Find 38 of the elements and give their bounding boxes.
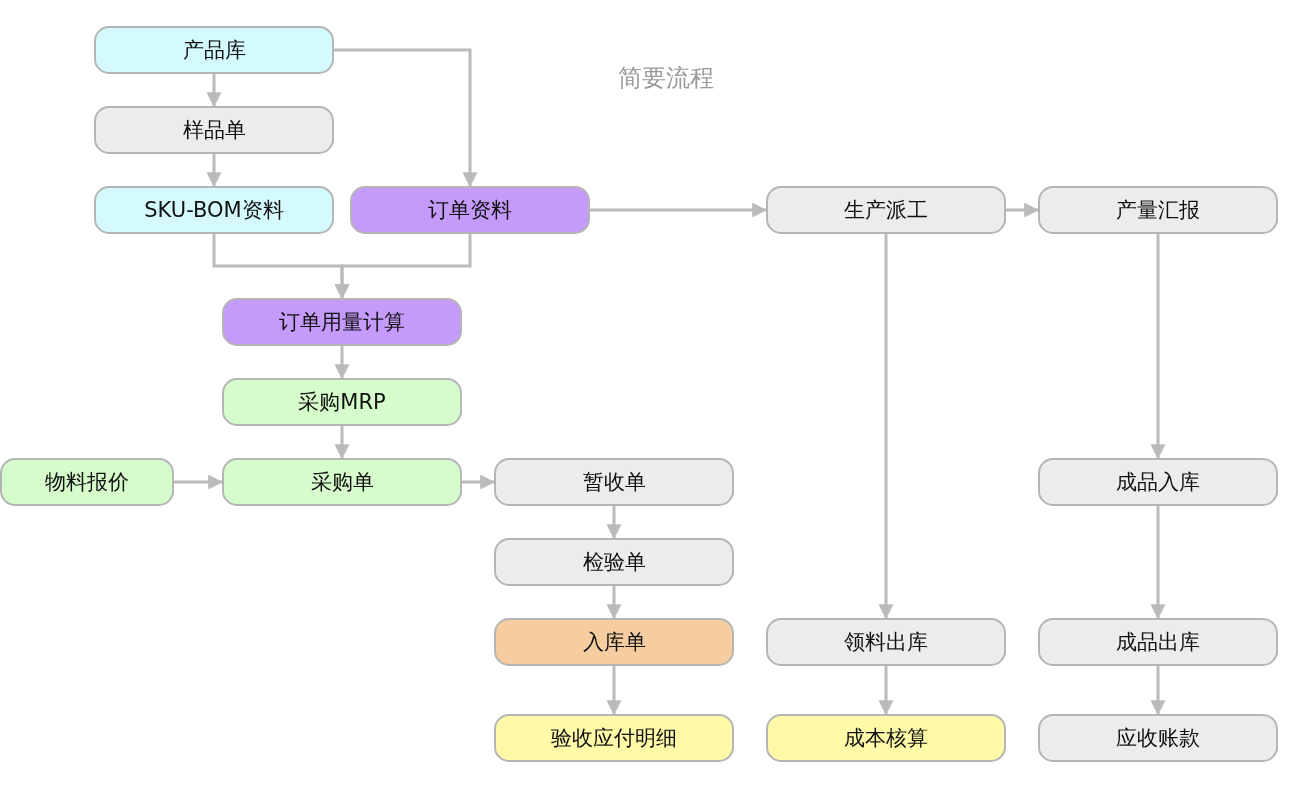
process-box: 入库单 — [494, 618, 734, 666]
arrow — [606, 506, 622, 540]
arrow — [462, 474, 496, 490]
process-box: 产量汇报 — [1038, 186, 1278, 234]
process-box: 成品入库 — [1038, 458, 1278, 506]
process-box: 暂收单 — [494, 458, 734, 506]
process-box: 采购MRP — [222, 378, 462, 426]
process-box: 应收账款 — [1038, 714, 1278, 762]
arrow — [606, 666, 622, 716]
arrow — [334, 426, 350, 460]
process-box: 生产派工 — [766, 186, 1006, 234]
arrow — [334, 346, 350, 380]
arrow — [206, 74, 222, 108]
process-box: 检验单 — [494, 538, 734, 586]
process-box: 采购单 — [222, 458, 462, 506]
arrow — [878, 666, 894, 716]
process-box: 验收应付明细 — [494, 714, 734, 762]
arrow — [1006, 202, 1040, 218]
diagram-title: 简要流程 — [618, 63, 714, 94]
process-box: 物料报价 — [0, 458, 174, 506]
arrow — [206, 154, 222, 188]
process-box: SKU-BOM资料 — [94, 186, 334, 234]
process-box: 订单资料 — [350, 186, 590, 234]
arrow — [606, 586, 622, 620]
arrow — [174, 474, 224, 490]
arrow — [334, 234, 472, 300]
arrow — [878, 234, 894, 620]
arrow — [1150, 666, 1166, 716]
process-box: 订单用量计算 — [222, 298, 462, 346]
process-box: 样品单 — [94, 106, 334, 154]
process-box: 成本核算 — [766, 714, 1006, 762]
arrow — [1150, 506, 1166, 620]
arrow — [1150, 234, 1166, 460]
process-box: 成品出库 — [1038, 618, 1278, 666]
arrow — [590, 202, 768, 218]
arrow — [334, 48, 478, 188]
process-box: 领料出库 — [766, 618, 1006, 666]
process-box: 产品库 — [94, 26, 334, 74]
